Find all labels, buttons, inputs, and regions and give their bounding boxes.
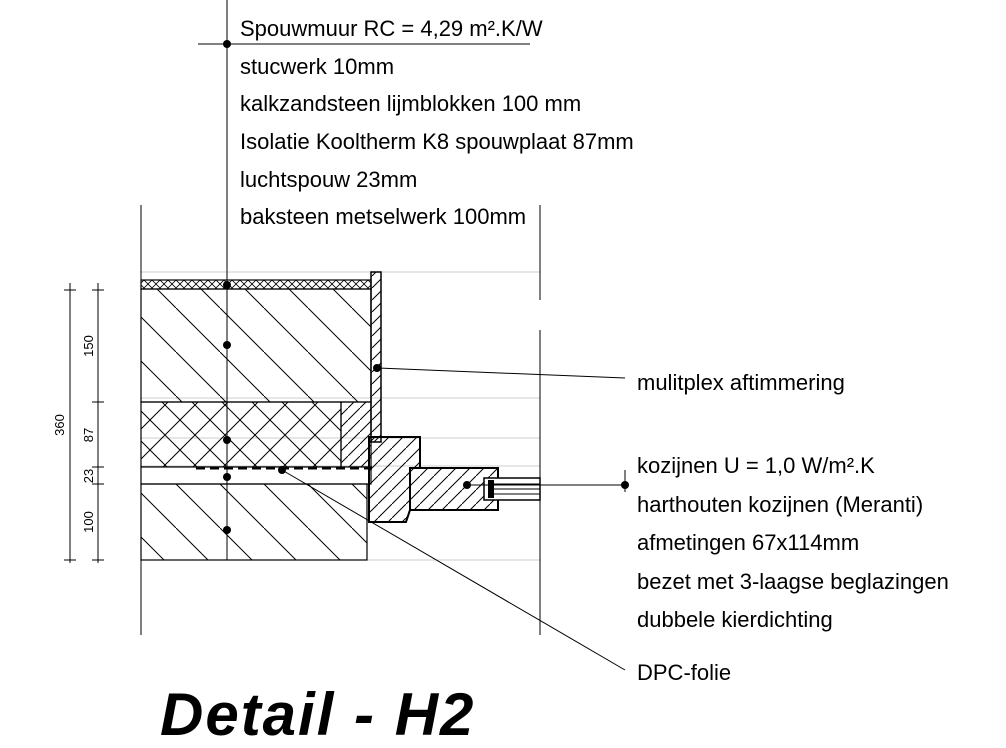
dim-part-1: 150	[81, 335, 96, 357]
frame-spec-title: kozijnen U = 1,0 W/m².K	[637, 453, 875, 478]
wall-layer-4: luchtspouw 23mm	[240, 167, 417, 192]
multiplex-board	[370, 271, 382, 443]
window-frame	[368, 436, 541, 523]
leader-dots	[223, 40, 629, 534]
detail-title: Detail - H2	[160, 681, 475, 748]
wall-section	[140, 279, 372, 561]
wall-spec-title: Spouwmuur RC = 4,29 m².K/W	[240, 16, 543, 41]
dpc-label: DPC-folie	[637, 660, 731, 685]
wall-layer-3: Isolatie Kooltherm K8 spouwplaat 87mm	[240, 129, 634, 154]
wall-layer-2: kalkzandsteen lijmblokken 100 mm	[240, 91, 581, 116]
dim-total: 360	[52, 414, 67, 436]
wall-layer-5: baksteen metselwerk 100mm	[240, 204, 526, 229]
frame-sash-profile	[409, 467, 499, 511]
dimension-lines	[64, 283, 104, 563]
kalkzandsteen-layer	[140, 288, 372, 403]
insulation-return	[340, 401, 372, 468]
dim-part-3: 23	[81, 469, 96, 483]
leader-lines	[198, 0, 626, 671]
wall-layer-1: stucwerk 10mm	[240, 54, 394, 79]
frame-spec-line-1: harthouten kozijnen (Meranti)	[637, 492, 923, 517]
baksteen-layer	[140, 483, 368, 561]
stucwerk-layer	[140, 279, 372, 290]
multiplex-label: mulitplex aftimmering	[637, 370, 845, 395]
frame-spec-line-3: bezet met 3-laagse beglazingen	[637, 569, 949, 594]
frame-spec-line-4: dubbele kierdichting	[637, 607, 833, 632]
frame-spec-line-2: afmetingen 67x114mm	[637, 530, 859, 555]
dim-part-4: 100	[81, 511, 96, 533]
cavity-layer	[140, 466, 372, 485]
insulation-layer	[140, 401, 342, 468]
dim-part-2: 87	[81, 428, 96, 442]
